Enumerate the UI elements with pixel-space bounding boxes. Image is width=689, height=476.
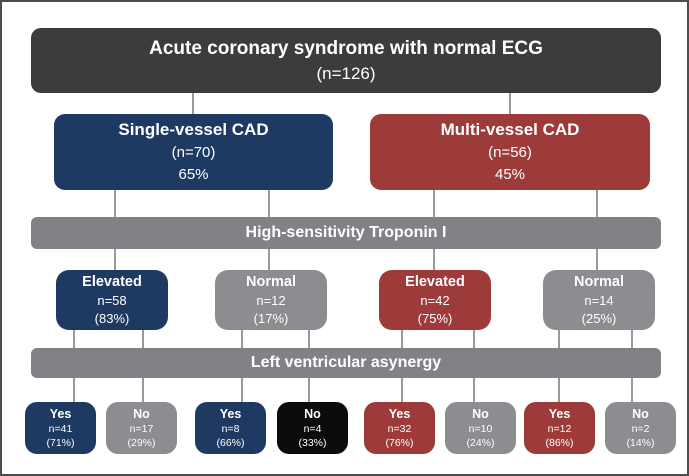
branch-box-single-vessel-cad: Single-vessel CAD (n=70) 65%: [54, 114, 333, 190]
asynergy-box-no-1: No n=17 (29%): [106, 402, 177, 454]
banner-label: Left ventricular asynergy: [250, 354, 442, 371]
asynergy-box-no-3: No n=10 (24%): [445, 402, 516, 454]
root-title: Acute coronary syndrome with normal ECG: [149, 37, 543, 59]
troponin-box-elevated-multi: Elevated n=42 (75%): [379, 270, 491, 330]
branch-box-multi-vessel-cad: Multi-vessel CAD (n=56) 45%: [370, 114, 650, 190]
asynergy-n: n=2: [631, 423, 650, 435]
asynergy-pct: (76%): [385, 437, 414, 449]
troponin-box-elevated-single: Elevated n=58 (83%): [56, 270, 168, 330]
troponin-label: Elevated: [82, 274, 142, 290]
asynergy-label: No: [304, 407, 321, 421]
asynergy-box-yes-1: Yes n=41 (71%): [25, 402, 96, 454]
connector-line: [192, 93, 194, 114]
branch-pct: 45%: [494, 166, 526, 183]
troponin-pct: (17%): [253, 311, 289, 326]
asynergy-label: Yes: [548, 407, 571, 421]
branch-pct: 65%: [178, 166, 209, 183]
asynergy-pct: (24%): [466, 437, 495, 449]
troponin-box-normal-single: Normal n=12 (17%): [215, 270, 327, 330]
troponin-label: Elevated: [405, 274, 465, 290]
troponin-n: n=58: [97, 293, 127, 308]
asynergy-n: n=32: [387, 423, 412, 435]
asynergy-label: Yes: [219, 407, 242, 421]
troponin-n: n=14: [584, 293, 614, 308]
asynergy-label: Yes: [49, 407, 72, 421]
asynergy-n: n=12: [547, 423, 572, 435]
asynergy-label: No: [632, 407, 649, 421]
asynergy-n: n=4: [303, 423, 322, 435]
troponin-label: Normal: [574, 274, 624, 290]
asynergy-pct: (86%): [545, 437, 574, 449]
troponin-pct: (75%): [417, 311, 453, 326]
asynergy-n: n=17: [129, 423, 154, 435]
banner-troponin: High-sensitivity Troponin I: [31, 217, 661, 249]
troponin-label: Normal: [246, 274, 296, 290]
asynergy-pct: (71%): [46, 437, 75, 449]
asynergy-n: n=41: [48, 423, 73, 435]
asynergy-pct: (29%): [127, 437, 156, 449]
asynergy-label: No: [133, 407, 150, 421]
asynergy-n: n=10: [468, 423, 493, 435]
branch-label: Single-vessel CAD: [118, 120, 269, 139]
asynergy-n: n=8: [221, 423, 240, 435]
asynergy-box-no-4: No n=2 (14%): [605, 402, 676, 454]
branch-label: Multi-vessel CAD: [440, 120, 580, 139]
troponin-pct: (25%): [581, 311, 617, 326]
banner-label: High-sensitivity Troponin I: [245, 224, 447, 241]
troponin-box-normal-multi: Normal n=14 (25%): [543, 270, 655, 330]
troponin-n: n=12: [256, 293, 286, 308]
asynergy-pct: (66%): [216, 437, 245, 449]
asynergy-box-yes-3: Yes n=32 (76%): [364, 402, 435, 454]
troponin-n: n=42: [420, 293, 450, 308]
branch-n: (n=70): [171, 144, 216, 161]
branch-n: (n=56): [488, 144, 532, 161]
asynergy-label: Yes: [388, 407, 411, 421]
asynergy-box-yes-2: Yes n=8 (66%): [195, 402, 266, 454]
asynergy-label: No: [472, 407, 489, 421]
connector-line: [509, 93, 511, 114]
asynergy-pct: (33%): [298, 437, 327, 449]
asynergy-box-yes-4: Yes n=12 (86%): [524, 402, 595, 454]
root-box: Acute coronary syndrome with normal ECG …: [31, 28, 661, 93]
root-n: (n=126): [316, 63, 376, 83]
asynergy-box-no-2: No n=4 (33%): [277, 402, 348, 454]
troponin-pct: (83%): [94, 311, 130, 326]
banner-asynergy: Left ventricular asynergy: [31, 348, 661, 378]
asynergy-pct: (14%): [626, 437, 655, 449]
